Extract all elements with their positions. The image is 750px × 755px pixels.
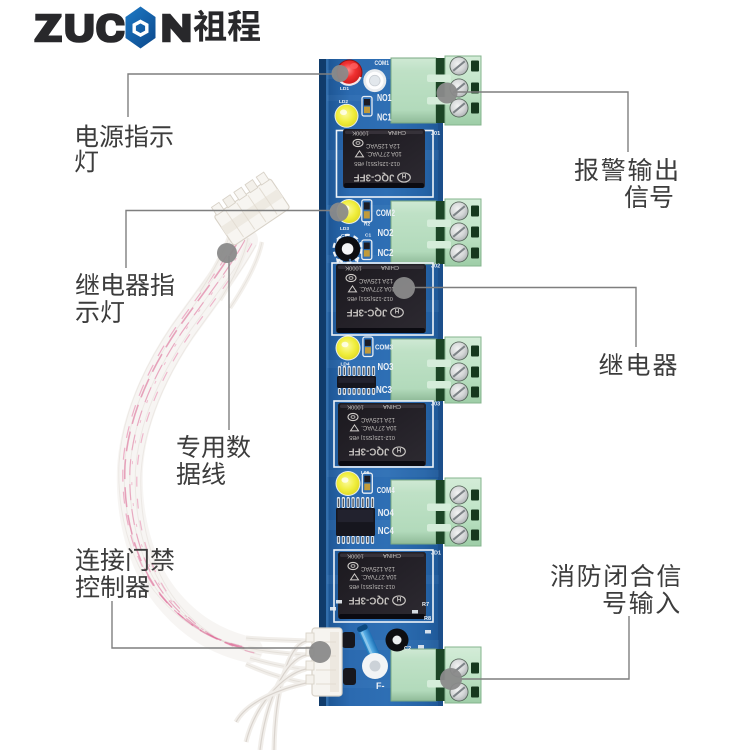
- svg-text:R8: R8: [424, 616, 431, 622]
- svg-text:JQC-3FF: JQC-3FF: [349, 594, 390, 605]
- svg-text:NC3: NC3: [376, 385, 392, 396]
- svg-text:R2: R2: [364, 222, 370, 228]
- svg-text:CHINA: CHINA: [388, 129, 406, 135]
- svg-text:012-125(S51) #B5: 012-125(S51) #B5: [354, 160, 400, 166]
- svg-text:LD1: LD1: [340, 86, 349, 92]
- svg-text:10A 277VAC.: 10A 277VAC.: [359, 285, 395, 291]
- svg-text:1000K: 1000K: [352, 129, 369, 135]
- svg-text:1000K: 1000K: [347, 403, 364, 409]
- svg-text:H: H: [401, 172, 406, 179]
- svg-text:012-125(S51) #B5: 012-125(S51) #B5: [349, 434, 395, 440]
- svg-text:CHINA: CHINA: [381, 264, 399, 270]
- svg-text:C2: C2: [404, 646, 411, 652]
- svg-text:COM4: COM4: [377, 486, 395, 495]
- svg-text:10A 277VAC.: 10A 277VAC.: [361, 573, 397, 579]
- svg-text:J01: J01: [431, 131, 440, 137]
- svg-text:JQC-3FF: JQC-3FF: [349, 445, 390, 456]
- svg-text:NO4: NO4: [378, 508, 394, 519]
- svg-text:J03: J03: [431, 402, 440, 408]
- svg-text:JQC-3FF: JQC-3FF: [354, 171, 395, 182]
- svg-text:CHINA: CHINA: [383, 403, 401, 409]
- svg-text:LD2: LD2: [339, 99, 348, 105]
- svg-text:012-125(S51) #B5: 012-125(S51) #B5: [349, 583, 395, 589]
- svg-text:JQC-3FF: JQC-3FF: [347, 306, 388, 317]
- svg-text:12A 125VAC: 12A 125VAC: [358, 277, 393, 283]
- svg-text:CHINA: CHINA: [383, 552, 401, 558]
- svg-text:C1: C1: [365, 233, 371, 239]
- svg-text:12A 125VAC: 12A 125VAC: [365, 142, 400, 148]
- svg-text:NC4: NC4: [378, 526, 394, 537]
- svg-text:COM1: COM1: [375, 61, 390, 67]
- svg-text:LD3: LD3: [340, 226, 349, 232]
- svg-text:H: H: [396, 595, 401, 602]
- svg-text:COM2: COM2: [376, 208, 395, 218]
- svg-text:NC2: NC2: [378, 248, 394, 259]
- svg-text:J02: J02: [431, 264, 440, 270]
- svg-text:NC1: NC1: [377, 113, 392, 124]
- svg-text:10A 277VAC.: 10A 277VAC.: [366, 150, 402, 156]
- svg-text:NO3: NO3: [378, 362, 394, 373]
- svg-text:1000K: 1000K: [347, 552, 364, 558]
- svg-text:1000K: 1000K: [345, 264, 362, 270]
- svg-text:12A 125VAC: 12A 125VAC: [360, 416, 395, 422]
- svg-text:NO1: NO1: [377, 93, 392, 104]
- svg-text:012-125(S51) #B5: 012-125(S51) #B5: [347, 295, 393, 301]
- svg-text:COM3: COM3: [375, 343, 393, 352]
- svg-text:R7: R7: [422, 602, 429, 608]
- svg-text:H: H: [394, 307, 399, 314]
- svg-text:10A 277VAC.: 10A 277VAC.: [361, 424, 397, 430]
- svg-text:12A 125VAC: 12A 125VAC: [360, 565, 395, 571]
- svg-text:LD4: LD4: [341, 362, 350, 368]
- svg-text:NO2: NO2: [378, 228, 394, 239]
- svg-text:C1: C1: [341, 233, 347, 239]
- svg-text:F-: F-: [376, 681, 385, 691]
- svg-text:JD1: JD1: [431, 551, 441, 557]
- svg-text:H: H: [396, 446, 401, 453]
